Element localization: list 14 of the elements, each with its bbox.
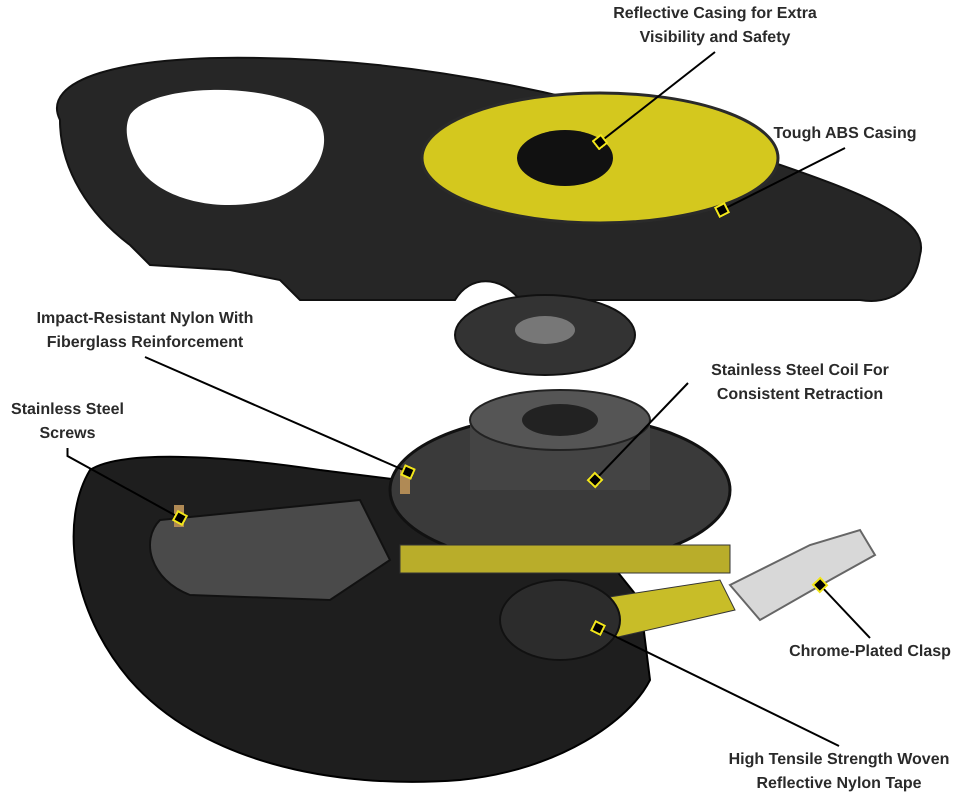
callout-label: Stainless Steel Coil For Consistent Retraction: [690, 359, 910, 407]
leader-line: [714, 147, 846, 218]
callout-label: Stainless Steel Screws: [0, 398, 135, 446]
callout-label: Reflective Casing for Extra Visibility and Safety: [590, 2, 840, 50]
leader-line: [590, 620, 840, 747]
leader-line: [144, 356, 416, 480]
leader-line: [586, 382, 689, 488]
leader-line: [812, 576, 871, 639]
leader-line: [592, 51, 716, 150]
callout-label: Tough ABS Casing: [760, 122, 930, 146]
callout-label: Chrome-Plated Clasp: [770, 640, 968, 664]
leader-line: [66, 448, 188, 526]
callout-label: High Tensile Strength Woven Reflective Nylon Tape: [712, 748, 966, 796]
callout-label: Impact-Resistant Nylon With Fiberglass Reinforcement: [5, 307, 285, 355]
